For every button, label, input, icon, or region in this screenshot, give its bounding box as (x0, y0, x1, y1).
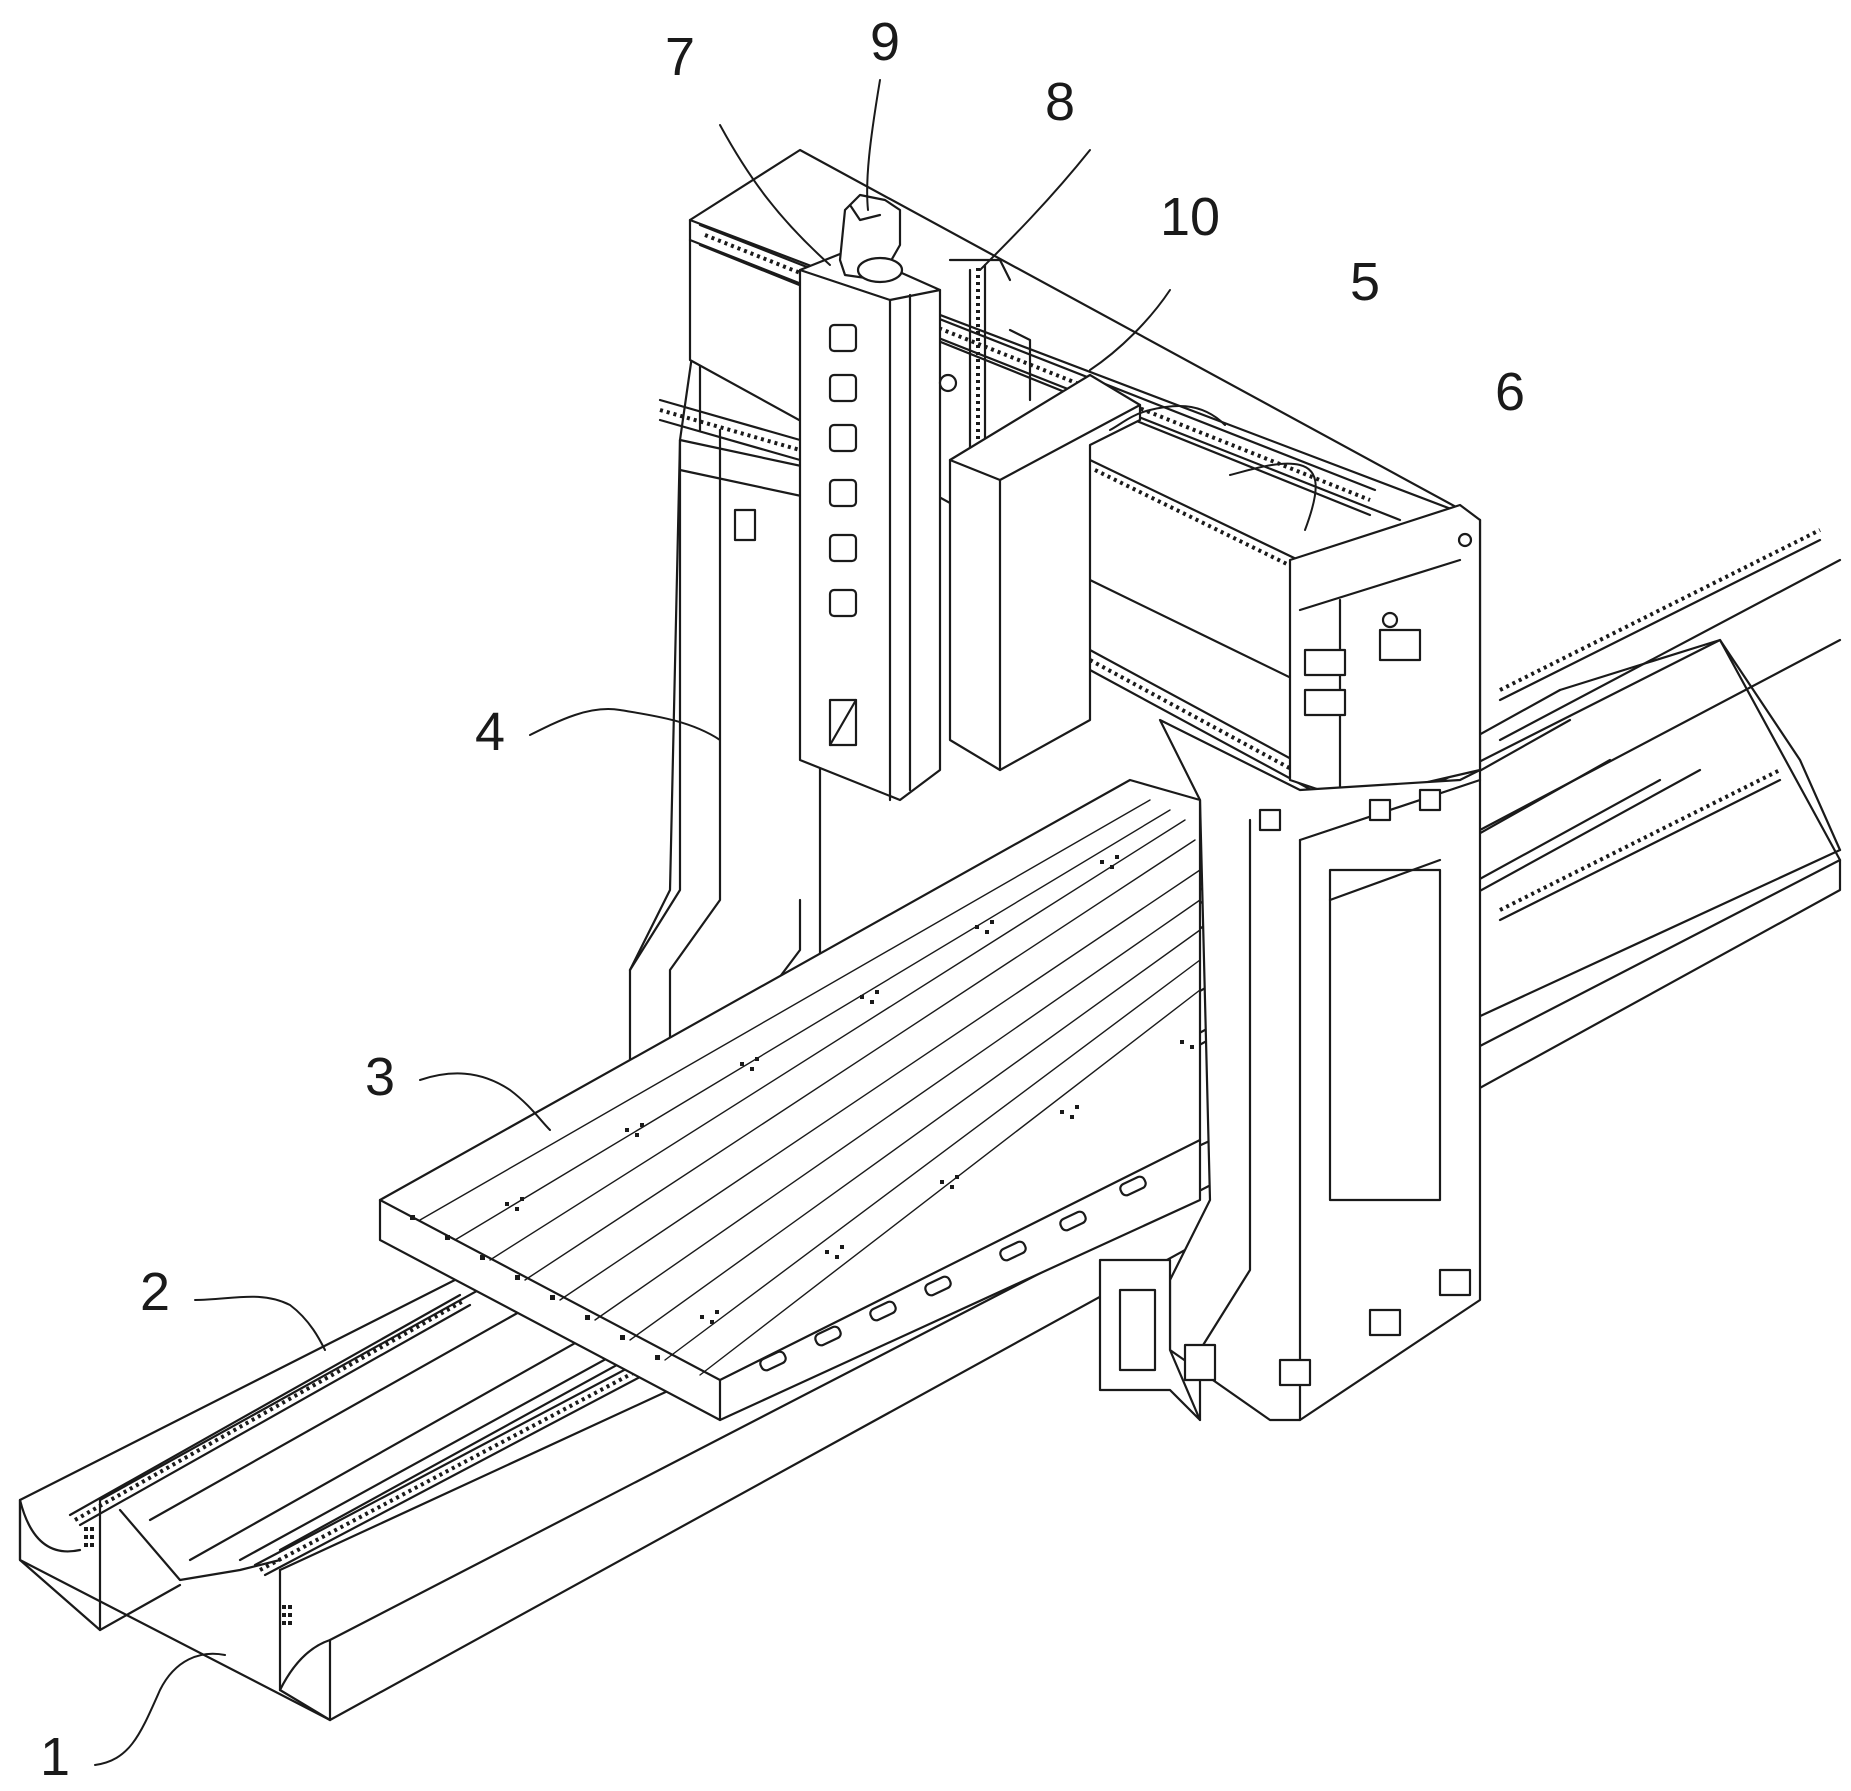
label-4: 4 (475, 702, 505, 762)
label-9: 9 (870, 12, 900, 72)
label-6: 6 (1495, 362, 1525, 422)
label-1: 1 (40, 1727, 70, 1787)
label-8: 8 (1045, 72, 1075, 132)
spindle-ram (800, 195, 1140, 800)
label-7: 7 (665, 27, 695, 87)
label-5: 5 (1350, 252, 1380, 312)
label-2: 2 (140, 1262, 170, 1322)
label-10: 10 (1160, 187, 1220, 247)
label-3: 3 (365, 1047, 395, 1107)
